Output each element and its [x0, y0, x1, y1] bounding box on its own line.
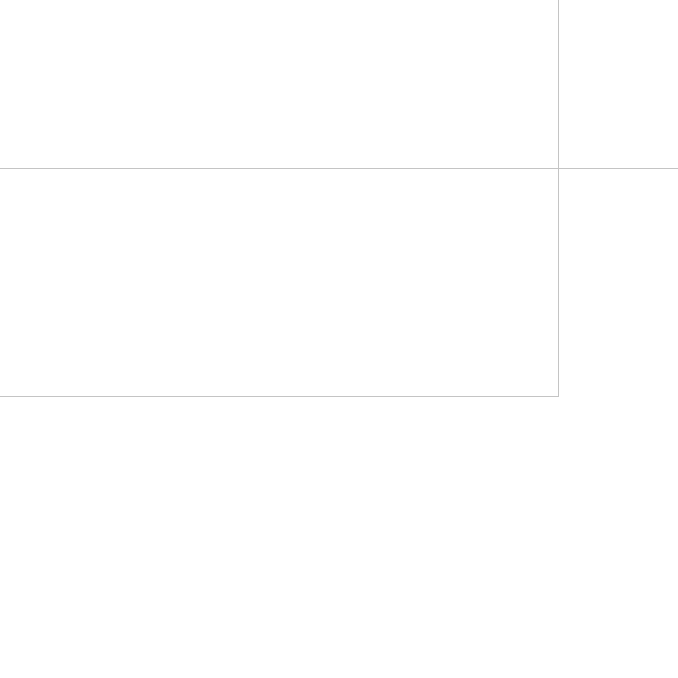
horizontal-divider-bottom	[0, 396, 559, 397]
top-panel	[0, 0, 558, 168]
right-strip-bottom	[559, 169, 678, 678]
horizontal-divider-top	[0, 168, 678, 169]
vertical-divider-right	[558, 0, 559, 397]
main-panel	[0, 169, 558, 396]
right-strip-top	[559, 0, 678, 168]
bottom-area	[0, 397, 559, 678]
